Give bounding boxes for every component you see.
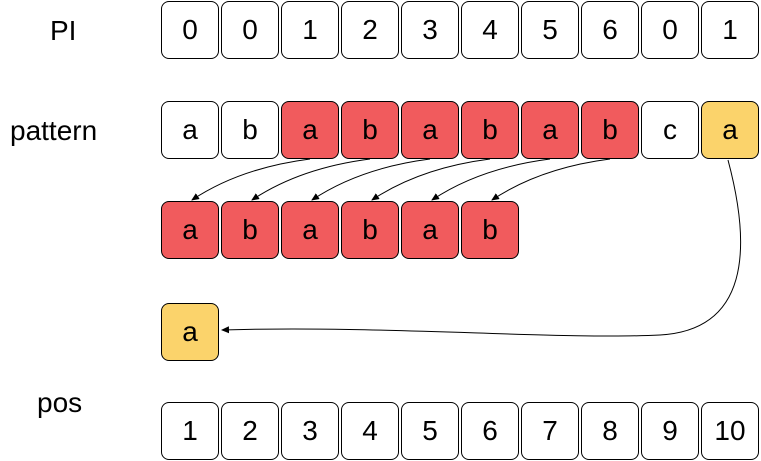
pi-cell: 6 [581, 1, 639, 59]
pattern-cell: b [341, 101, 399, 159]
pi-cell: 4 [461, 1, 519, 59]
pattern-label: pattern [10, 115, 98, 146]
pos-cell: 6 [461, 402, 519, 460]
pos-cell: 8 [581, 402, 639, 460]
pattern-cell: a [281, 101, 339, 159]
pattern-cell: a [701, 101, 759, 159]
pi-cell: 0 [221, 1, 279, 59]
shifted-row: a b a b a b [161, 201, 521, 259]
pi-cell: 3 [401, 1, 459, 59]
shift-arrow [371, 158, 491, 201]
pos-cell: 9 [641, 402, 699, 460]
pattern-cell: a [521, 101, 579, 159]
pos-cell: 2 [221, 402, 279, 460]
pos-cell: 1 [161, 402, 219, 460]
pos-label: pos [37, 387, 83, 418]
shifted-cell: a [161, 201, 219, 259]
pos-row: 1 2 3 4 5 6 7 8 9 10 [161, 402, 761, 460]
pattern-row: a b a b a b a b c a [161, 101, 761, 159]
pattern-cell: c [641, 101, 699, 159]
pi-row: 0 0 1 2 3 4 5 6 0 1 [161, 1, 761, 59]
pattern-cell: a [401, 101, 459, 159]
pi-cell: 5 [521, 1, 579, 59]
pos-cell: 3 [281, 402, 339, 460]
pi-cell: 1 [281, 1, 339, 59]
shifted-cell: b [341, 201, 399, 259]
pi-cell: 2 [341, 1, 399, 59]
shift-arrow [191, 158, 311, 201]
shift-arrow [311, 158, 431, 201]
pi-cell: 0 [161, 1, 219, 59]
pi-cell: 1 [701, 1, 759, 59]
pattern-cell: a [161, 101, 219, 159]
pos-cell: 7 [521, 402, 579, 460]
pos-cell: 10 [701, 402, 759, 460]
pattern-cell: b [461, 101, 519, 159]
pos-cell: 4 [341, 402, 399, 460]
pattern-cell: b [581, 101, 639, 159]
single-row: a [161, 303, 221, 361]
shift-arrow [251, 158, 371, 201]
pos-cell: 5 [401, 402, 459, 460]
shifted-cell: b [221, 201, 279, 259]
shift-arrow [431, 158, 551, 201]
pattern-cell: b [221, 101, 279, 159]
pi-label: PI [50, 15, 77, 46]
single-cell: a [161, 303, 219, 361]
shifted-cell: b [461, 201, 519, 259]
shift-arrow [491, 158, 611, 201]
shifted-cell: a [401, 201, 459, 259]
pi-cell: 0 [641, 1, 699, 59]
shifted-cell: a [281, 201, 339, 259]
